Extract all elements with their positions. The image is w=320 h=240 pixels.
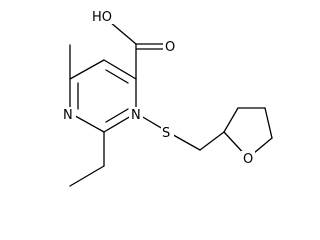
bond-c4-c5 [69,59,105,80]
bond-ch2-ring [199,131,225,151]
carbonyl-oxygen-label: O [165,40,175,55]
sulfur-label: S [162,126,170,141]
pyrimidine-ring [69,59,137,133]
bond-n1-c2-double [105,108,129,123]
bond-ethyl-2 [69,165,105,187]
bond-c-oh [109,21,137,45]
ring-oxygen-label: O [243,152,253,167]
hydroxyl-label: HO [92,10,112,25]
substituent-bonds [69,21,225,187]
bond-thf-c2-c3 [223,107,239,133]
ring-nitrogen-right-label: N [131,108,141,123]
bond-c5-c6-double [105,69,129,84]
ring-nitrogen-left-label: N [63,108,73,123]
tetrahydrofuran-ring [223,107,273,159]
molecule-structure: HO O N N S O [62,9,273,187]
bond-thf-c4-c5 [264,107,273,139]
bond-c5-c6 [103,59,137,80]
atom-labels: HO O N N S O [62,9,255,167]
